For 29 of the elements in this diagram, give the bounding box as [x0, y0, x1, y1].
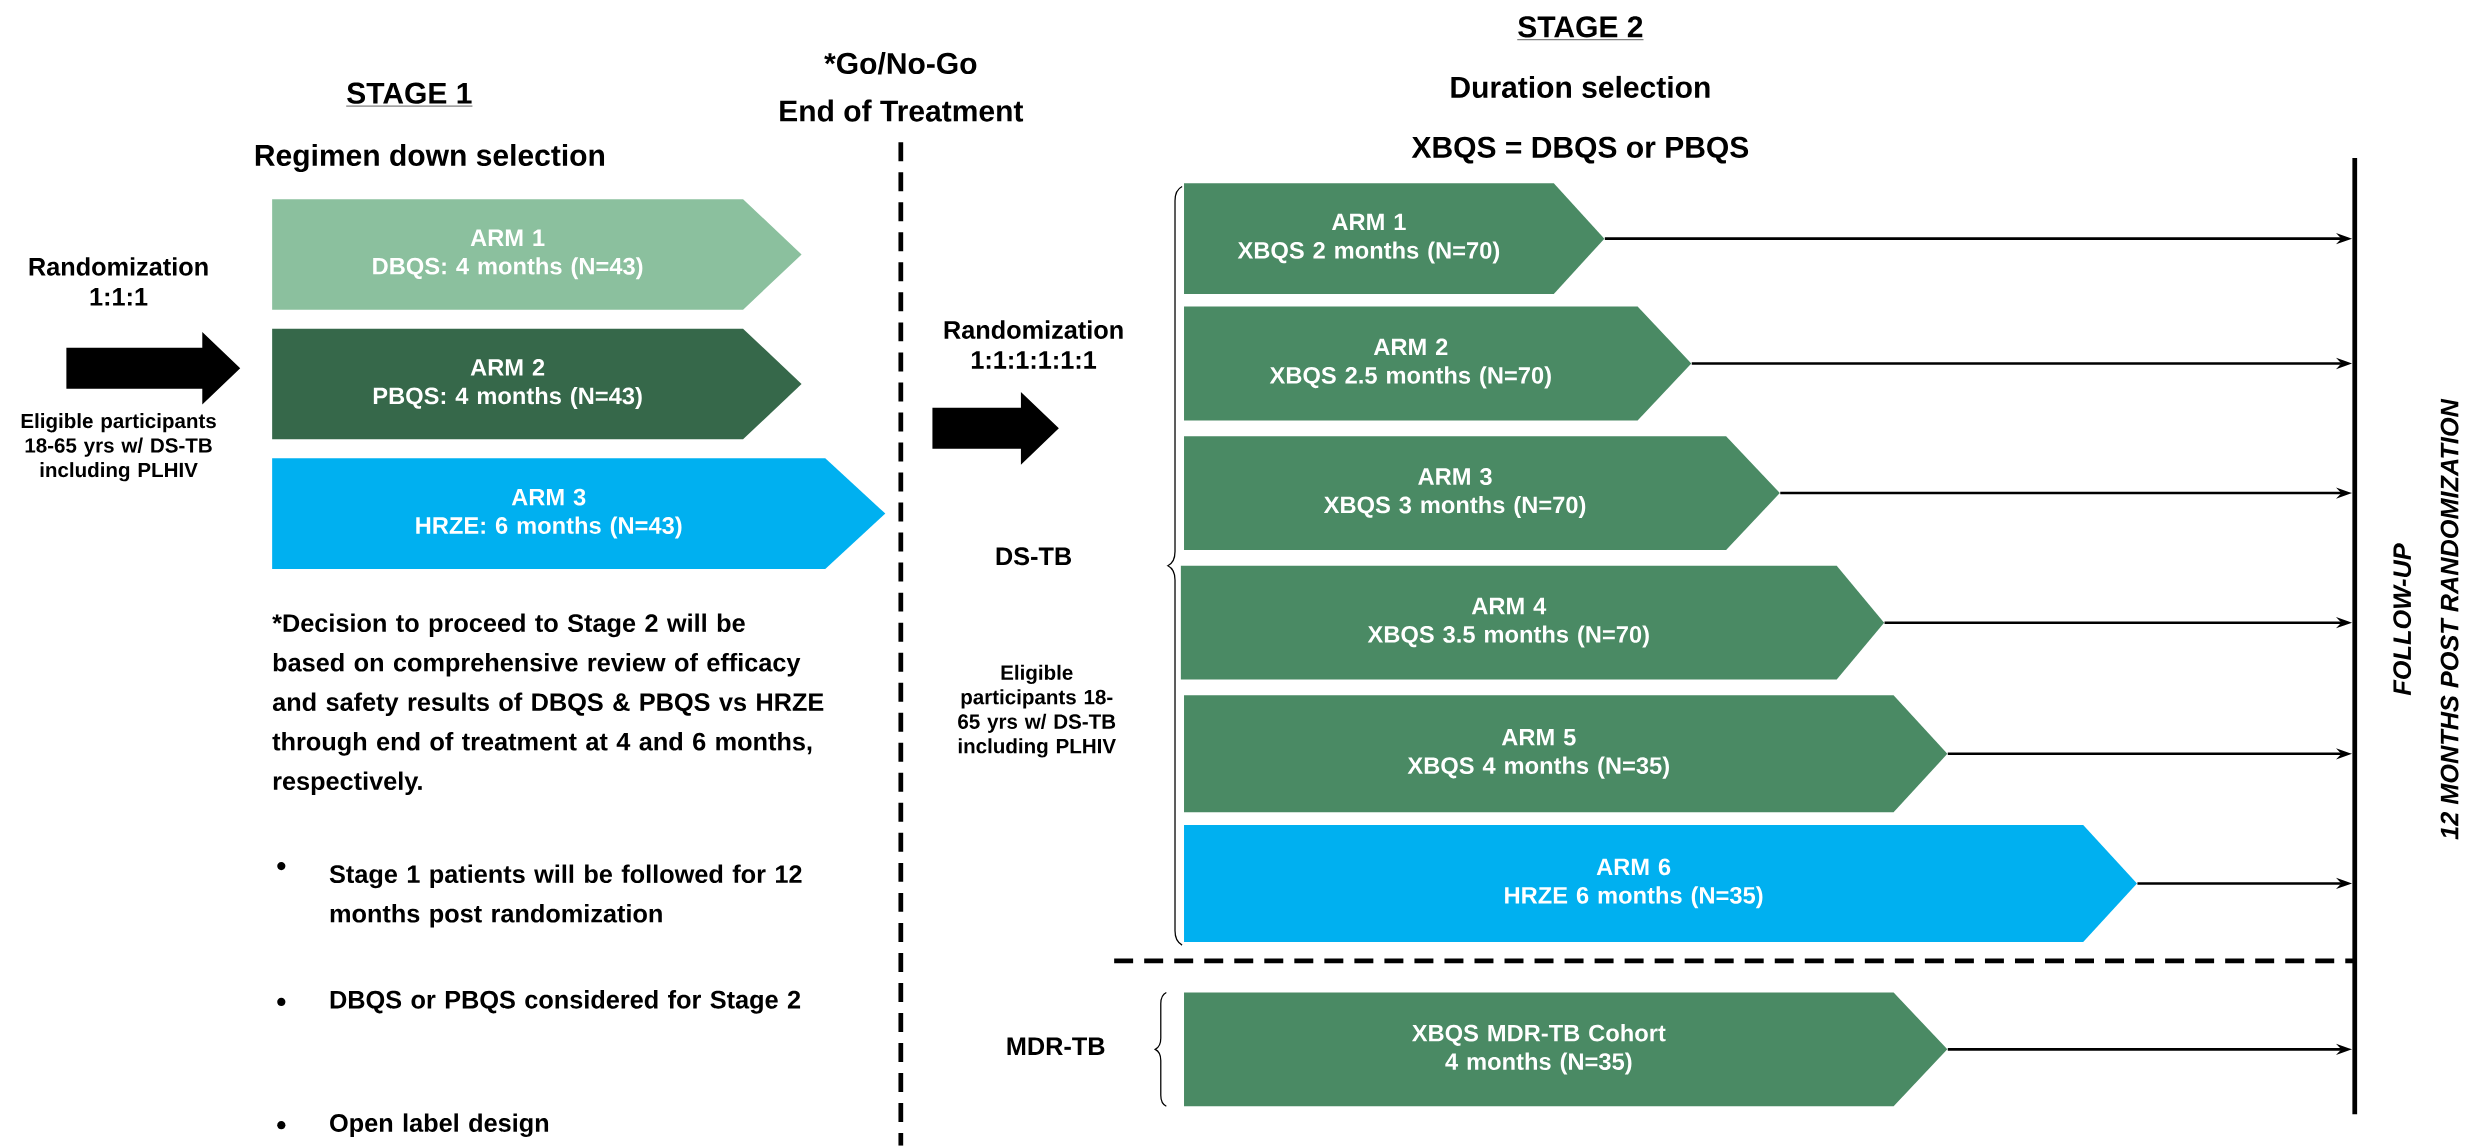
bullet-text: Open label design — [330, 1113, 549, 1138]
label-text: Eligible participants 18-65 yrs w/ DS-TB including PLHIV — [958, 664, 1116, 758]
follow-up-bar — [2352, 158, 2358, 1115]
arm-arrow-box: ARM 4 XBQS 3.5 months (N=70) — [1180, 565, 1885, 680]
heading: Duration selection — [1451, 76, 1710, 99]
note-text: *Decision to proceed to Stage 2 will be based on comprehensive review of efficacy and safety results of DBQS & PBQS vs HRZE through end of treatment at 4 and 6 months, respectively. — [272, 613, 824, 796]
heading: STAGE 1 — [345, 82, 473, 107]
rotated-label: FOLLOW-UP — [2393, 543, 2412, 696]
bullet-text: DBQS or PBQS considered for Stage 2 — [330, 990, 801, 1014]
arm-arrow-box: ARM 1 XBQS 2 months (N=70) — [1184, 183, 1605, 295]
arm-arrow-box: ARM 5 XBQS 4 months (N=35) — [1184, 695, 1948, 813]
heading: XBQS = DBQS or PBQS — [1411, 136, 1749, 164]
arm-arrow-box: ARM 3 XBQS 3 months (N=70) — [1184, 436, 1780, 551]
label-text: DS-TB — [996, 547, 1072, 566]
heading: Regimen down selection — [255, 144, 604, 173]
label-text: MDR-TB — [1007, 1037, 1105, 1056]
bullet-text: Stage 1 patients will be followed for 12 months post randomization — [329, 864, 802, 928]
heading: STAGE 2 — [1516, 16, 1644, 41]
arm-arrow-box: ARM 3 HRZE: 6 months (N=43) — [272, 458, 886, 570]
label-text: Eligible participants 18-65 yrs w/ DS-TB including PLHIV — [21, 413, 216, 482]
label-text: Randomization 1:1:1:1:1:1 — [944, 320, 1123, 369]
rotated-label: 12 MONTHS POST RANDOMIZATION — [2440, 398, 2459, 840]
label-text: Randomization 1:1:1 — [29, 257, 208, 306]
arm-arrow-box: ARM 2 PBQS: 4 months (N=43) — [272, 328, 802, 440]
arm-arrow-box: ARM 1 DBQS: 4 months (N=43) — [272, 199, 802, 310]
heading: End of Treatment — [780, 99, 1024, 122]
arm-arrow-box: XBQS MDR-TB Cohort 4 months (N=35) — [1184, 992, 1948, 1107]
arm-arrow-box: ARM 2 XBQS 2.5 months (N=70) — [1184, 306, 1692, 421]
heading: *Go/No-Go — [824, 52, 977, 75]
